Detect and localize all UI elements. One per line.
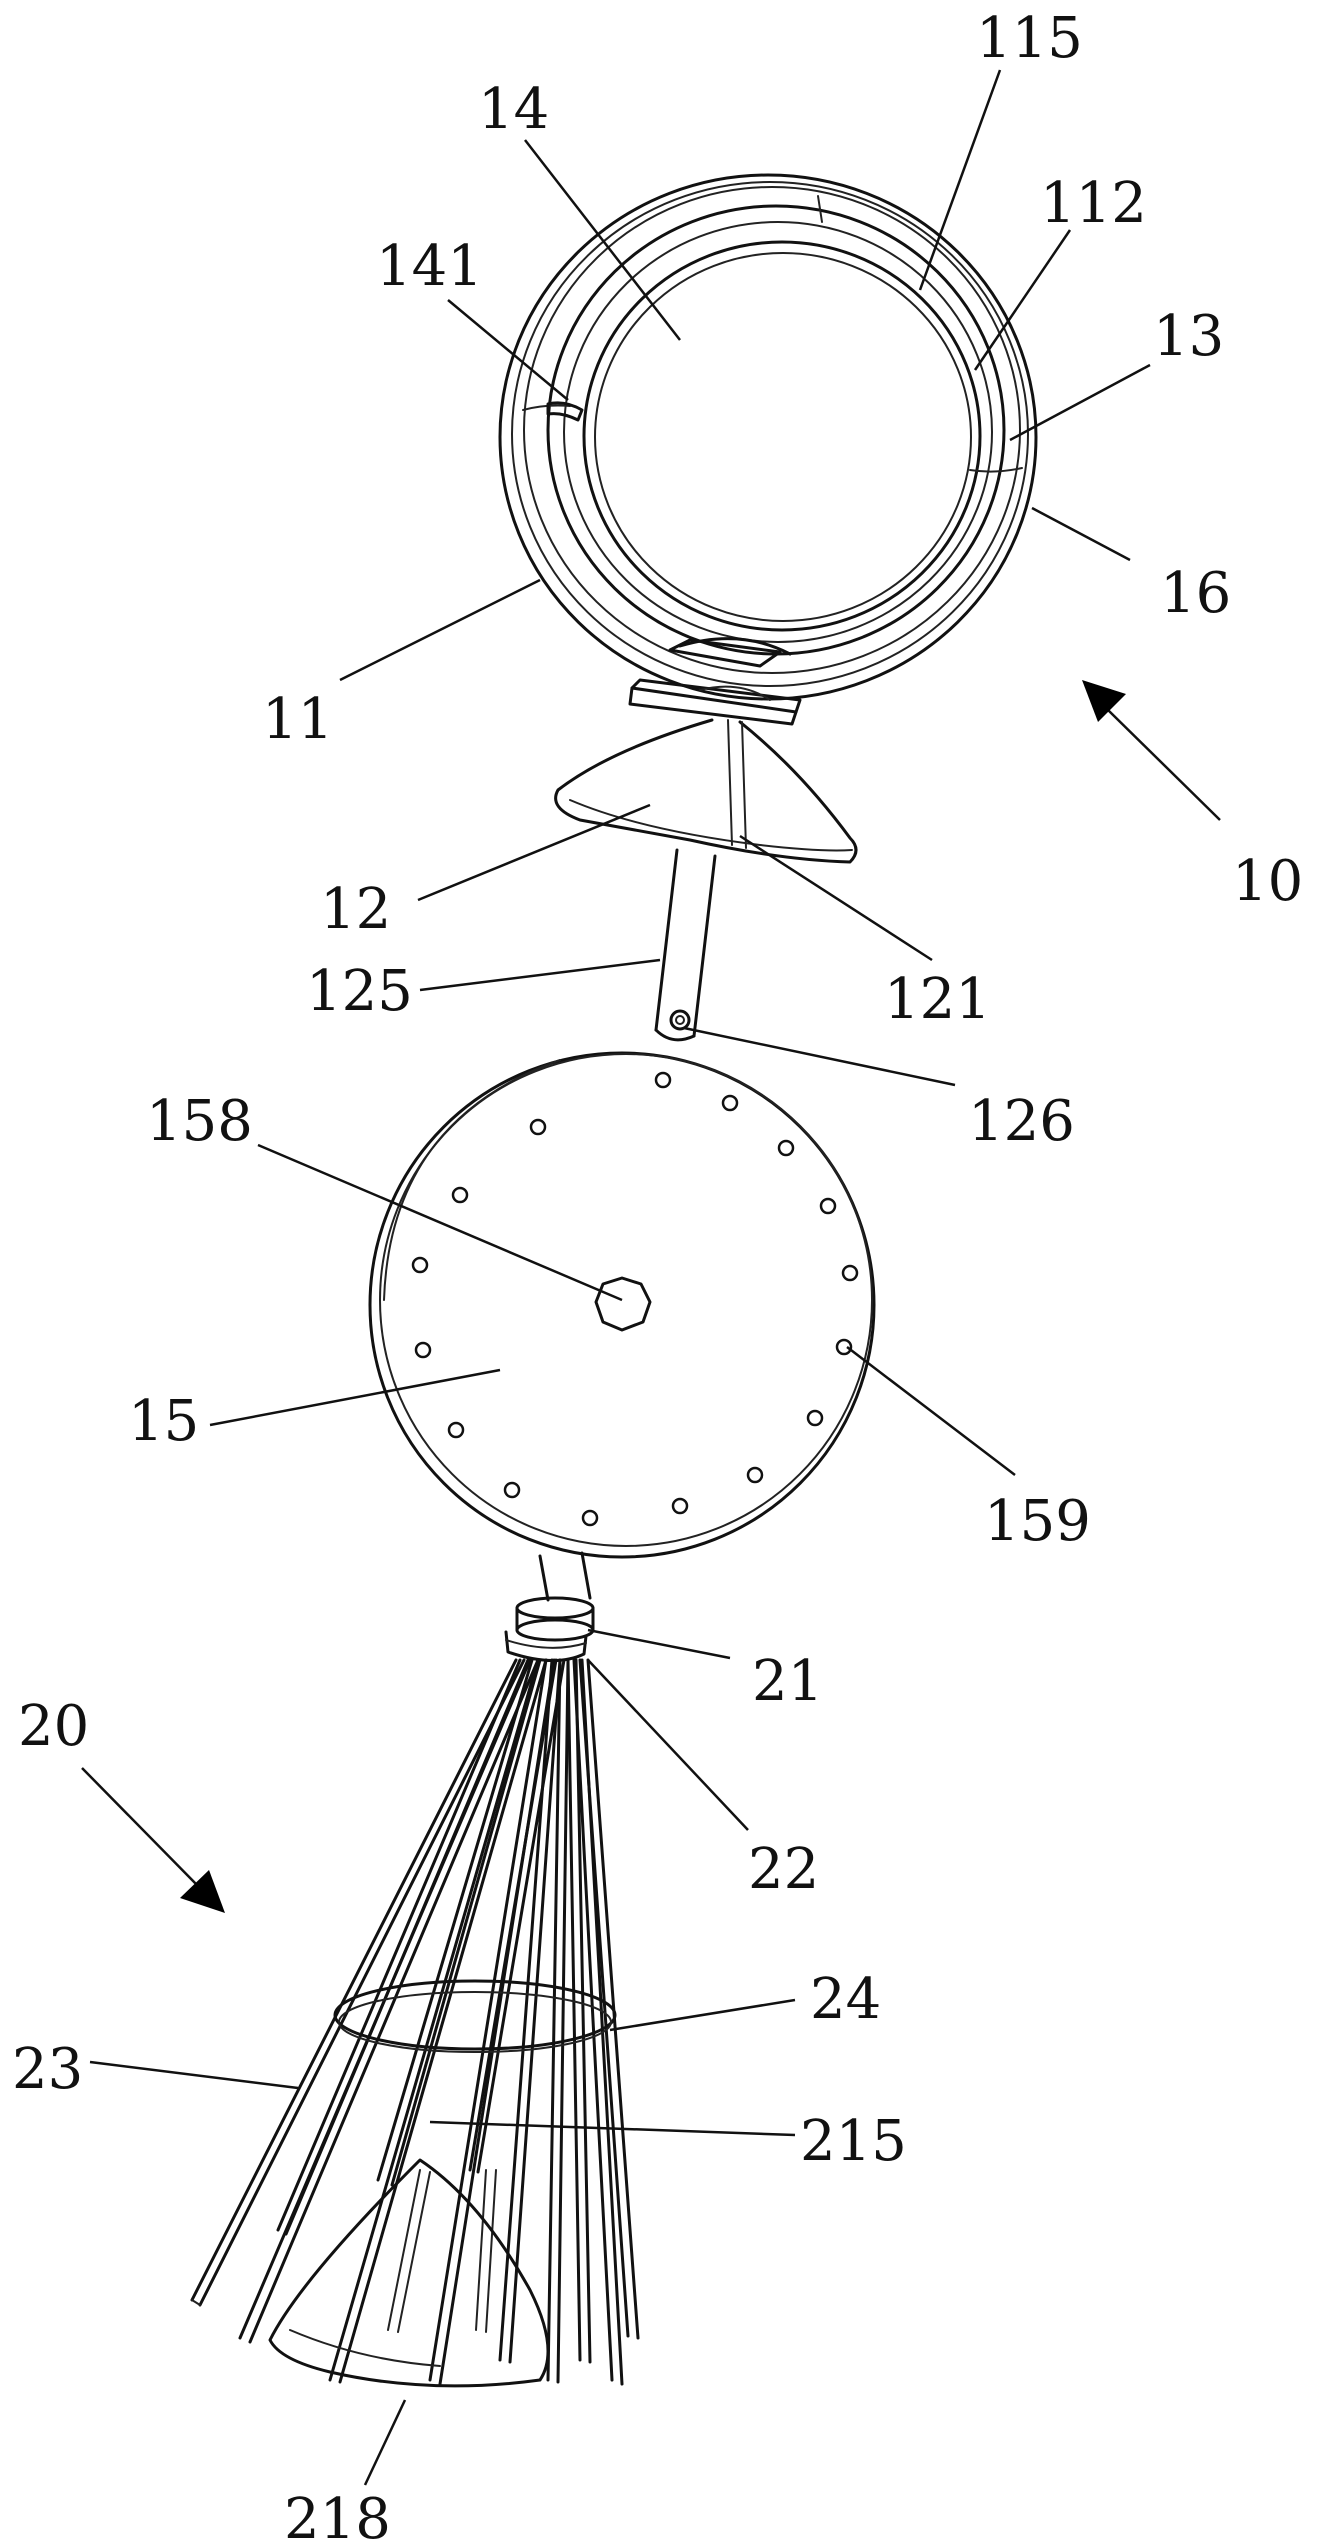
mounting-holes-159	[411, 1071, 859, 1527]
assembly-10-arrow	[1082, 680, 1221, 821]
label-121: 121	[884, 967, 991, 1032]
label-16: 16	[1160, 561, 1231, 626]
mirror-housing-ring	[498, 173, 1038, 701]
label-11: 11	[262, 687, 333, 752]
brush-collar-21-22	[504, 1551, 595, 1663]
label-141: 141	[376, 234, 483, 299]
label-22: 22	[748, 1837, 819, 1902]
disk-15	[368, 1051, 876, 1559]
label-115: 115	[976, 6, 1083, 71]
label-21: 21	[752, 1649, 823, 1714]
base-plate-12	[554, 718, 858, 864]
label-125: 125	[306, 959, 413, 1024]
reference-numerals: 115 14 112 141 13 16 11 10 12 121 125 12…	[12, 6, 1303, 2544]
label-23: 23	[12, 2037, 83, 2102]
octagon-hub-158	[594, 1276, 652, 1332]
assembly-20-arrow	[81, 1767, 225, 1913]
label-15: 15	[128, 1389, 199, 1454]
label-126: 126	[968, 1089, 1075, 1154]
label-14: 14	[478, 77, 549, 142]
support-rod-125	[654, 848, 717, 1042]
label-20: 20	[18, 1694, 89, 1759]
label-13: 13	[1153, 304, 1224, 369]
label-215: 215	[800, 2109, 907, 2174]
label-218: 218	[284, 2487, 391, 2544]
label-12: 12	[320, 877, 391, 942]
cleaning-head-218	[268, 2158, 550, 2388]
retaining-band-24	[333, 1979, 617, 2053]
leader-lines	[89, 69, 1151, 2486]
label-24: 24	[810, 1967, 881, 2032]
brush-bristles-23	[190, 1658, 640, 2386]
label-158: 158	[146, 1089, 253, 1154]
label-10: 10	[1232, 849, 1303, 914]
label-112: 112	[1040, 171, 1147, 236]
mirror-hinge-bracket	[628, 637, 802, 726]
label-159: 159	[984, 1489, 1091, 1554]
